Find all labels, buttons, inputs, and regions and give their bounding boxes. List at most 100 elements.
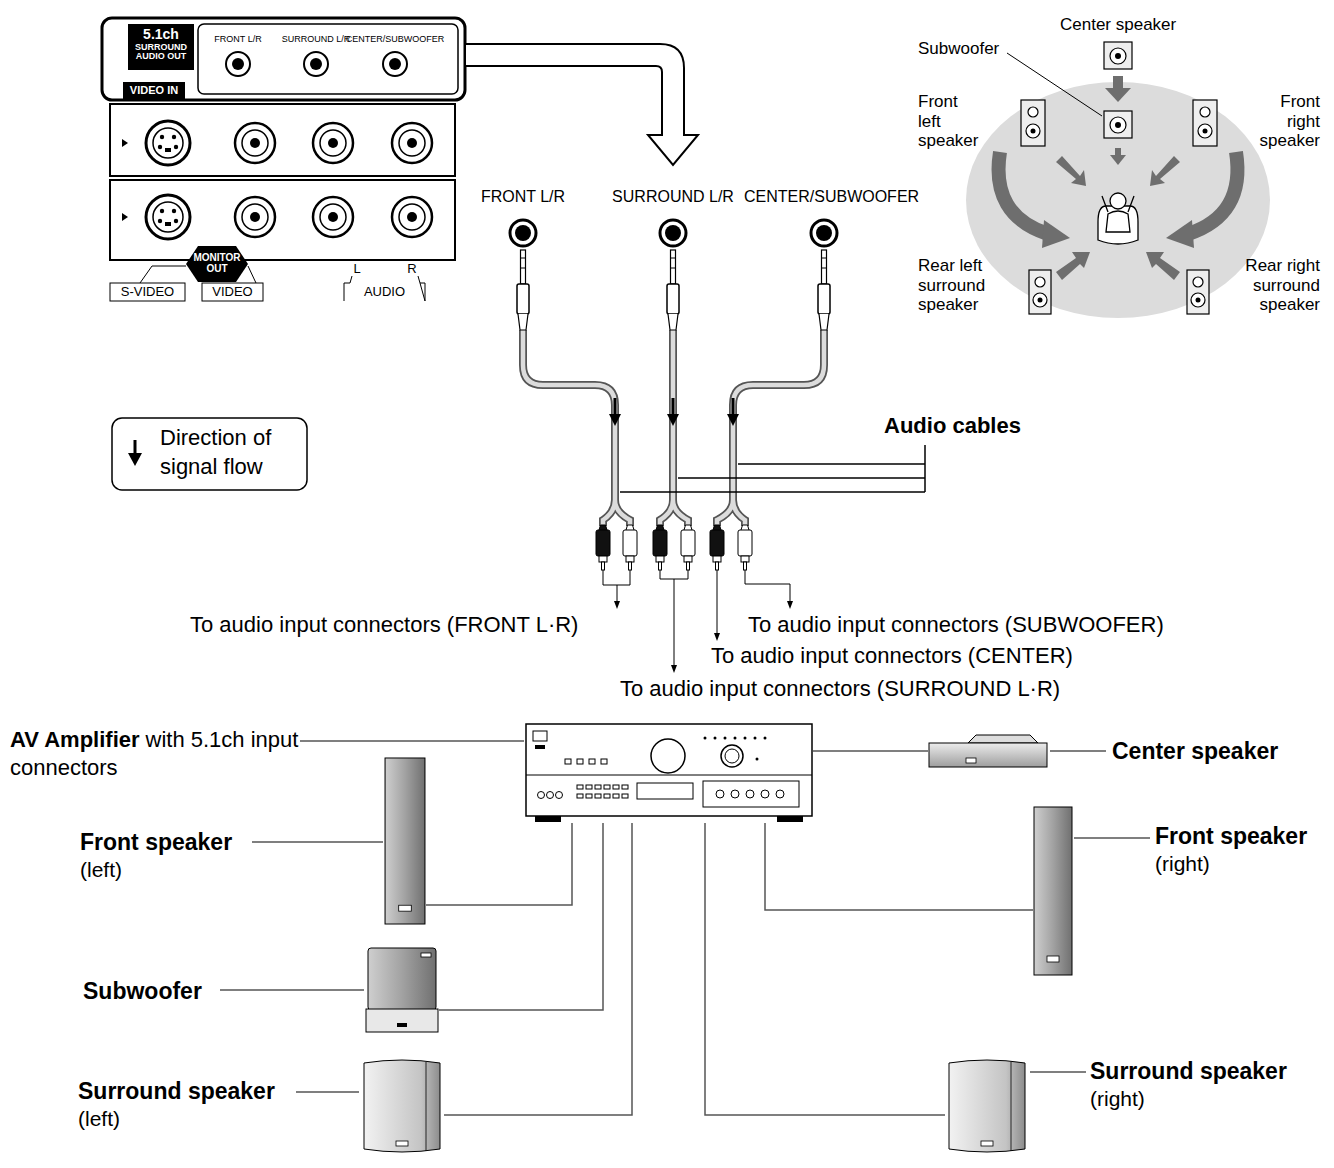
illustration-part bbox=[674, 579, 675, 666]
illustration-part bbox=[1035, 277, 1045, 287]
illustration-part bbox=[1033, 806, 1073, 976]
illustration-part bbox=[426, 1062, 427, 1151]
label: To audio input connectors (SURROUND L·R) bbox=[620, 676, 1060, 701]
illustration-part bbox=[738, 530, 752, 556]
illustration-part bbox=[596, 530, 610, 556]
illustration-part bbox=[146, 121, 432, 239]
illustration-part bbox=[344, 283, 425, 301]
illustration-part bbox=[671, 250, 676, 284]
illustration-part bbox=[710, 525, 724, 570]
illustration-part bbox=[250, 212, 260, 222]
illustration-part bbox=[678, 477, 925, 479]
illustration-part bbox=[1115, 53, 1121, 59]
node-title: Front speaker bbox=[1155, 822, 1330, 851]
front-speaker: Front speaker(right) bbox=[1033, 806, 1073, 976]
illustration-part bbox=[1198, 124, 1212, 138]
illustration-part bbox=[966, 758, 976, 763]
illustration-part bbox=[1011, 1062, 1012, 1151]
label: Audio cables bbox=[884, 413, 1021, 438]
illustration-part bbox=[526, 724, 812, 816]
illustration-part bbox=[385, 758, 425, 924]
illustration-part bbox=[110, 283, 185, 301]
label: To audio input connectors (SUBWOOFER) bbox=[748, 612, 1164, 637]
illustration-part bbox=[623, 530, 637, 556]
illustration-part bbox=[822, 250, 827, 284]
illustration-part bbox=[811, 220, 837, 246]
illustration-part bbox=[1104, 42, 1132, 69]
illustration-part bbox=[1033, 293, 1047, 307]
label: Front left speaker bbox=[918, 92, 982, 151]
illustration-part bbox=[320, 130, 346, 156]
illustration-part bbox=[526, 775, 812, 776]
illustration-part bbox=[822, 258, 827, 259]
illustration-part bbox=[924, 445, 926, 492]
label: CENTER/SUBWOOFER bbox=[744, 188, 904, 206]
illustration-part bbox=[365, 947, 439, 1033]
illustration-part bbox=[637, 783, 693, 799]
illustration-part bbox=[603, 570, 630, 585]
illustration-part bbox=[622, 785, 628, 789]
illustration-part bbox=[667, 250, 679, 330]
illustration-part bbox=[102, 18, 465, 100]
illustration-part bbox=[521, 250, 526, 284]
illustration-part bbox=[744, 562, 747, 570]
illustration-part bbox=[681, 525, 695, 570]
label: MONITOR OUT bbox=[189, 253, 245, 274]
label: To audio input connectors (FRONT L·R) bbox=[190, 612, 578, 637]
illustration-part bbox=[518, 314, 528, 330]
illustration-part bbox=[613, 785, 619, 789]
illustration-part bbox=[1146, 252, 1180, 280]
illustration-part bbox=[1115, 148, 1121, 156]
illustration-part bbox=[764, 737, 767, 740]
illustration-part bbox=[732, 398, 735, 416]
illustration-part bbox=[220, 989, 364, 990]
illustration-part bbox=[1031, 129, 1036, 134]
subwoofer: Subwoofer bbox=[365, 947, 439, 1033]
illustration-part bbox=[589, 759, 595, 764]
illustration-part bbox=[160, 135, 164, 139]
illustration-part bbox=[1196, 298, 1201, 303]
illustration-part bbox=[1026, 48, 1212, 307]
illustration-part bbox=[577, 794, 583, 798]
label: L bbox=[350, 262, 364, 277]
illustration-part bbox=[714, 737, 717, 740]
node-label: Front speaker(right) bbox=[1155, 822, 1330, 877]
illustration-part bbox=[1042, 220, 1070, 248]
illustration-part bbox=[538, 792, 545, 799]
illustration-part bbox=[313, 197, 353, 237]
node-subtitle: (left) bbox=[78, 1106, 293, 1132]
illustration-part bbox=[174, 219, 178, 223]
illustration-part bbox=[577, 759, 583, 764]
illustration-part bbox=[172, 135, 176, 139]
illustration-part bbox=[614, 398, 617, 416]
illustration-part bbox=[174, 145, 178, 149]
illustration-part bbox=[242, 130, 268, 156]
illustration-part bbox=[660, 500, 688, 526]
illustration-part bbox=[232, 58, 244, 70]
illustration-part bbox=[1031, 53, 1208, 303]
node-title: Surround speaker bbox=[1090, 1057, 1305, 1086]
illustration-part bbox=[389, 58, 401, 70]
illustration-part bbox=[110, 104, 455, 176]
illustration-part bbox=[523, 330, 824, 526]
illustration-part bbox=[599, 556, 607, 562]
illustration-part bbox=[146, 121, 190, 165]
illustration-part bbox=[1193, 100, 1217, 146]
illustration-part bbox=[1021, 42, 1217, 314]
illustration-part bbox=[603, 500, 630, 526]
speaker-wire bbox=[765, 823, 1033, 910]
label: AUDIO bbox=[344, 285, 425, 300]
illustration-part bbox=[1098, 206, 1138, 244]
node-title: Surround speaker bbox=[78, 1077, 293, 1106]
illustration-part bbox=[816, 225, 832, 241]
illustration-part bbox=[745, 570, 790, 602]
illustration-part bbox=[949, 1060, 1025, 1152]
illustration-part bbox=[1166, 220, 1194, 248]
illustration-part bbox=[818, 250, 830, 330]
illustration-part bbox=[1193, 277, 1203, 287]
illustration-part bbox=[350, 276, 420, 283]
speaker-wire bbox=[426, 823, 572, 905]
label: S-VIDEO bbox=[110, 285, 185, 300]
illustration-part bbox=[703, 781, 799, 807]
